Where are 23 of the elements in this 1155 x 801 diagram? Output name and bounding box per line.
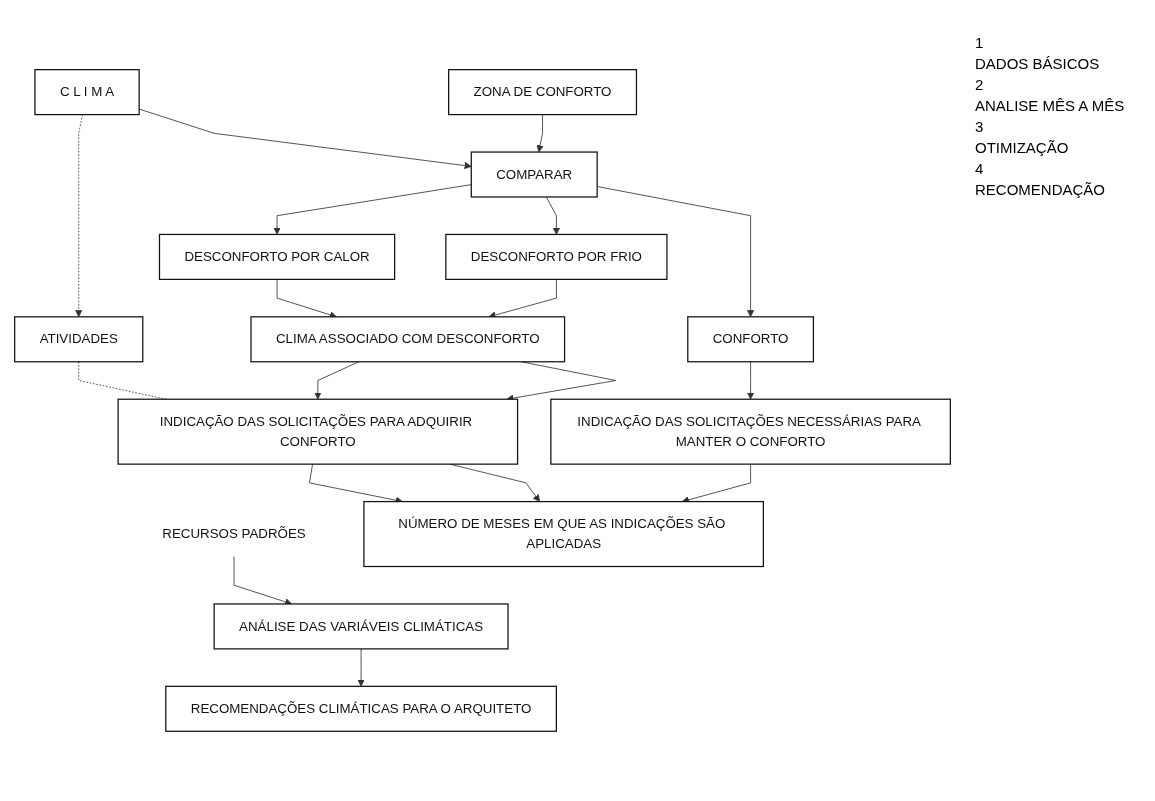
node-box bbox=[448, 69, 638, 116]
flowchart: C L I M A ZONA DE CONFORTO COMPARAR DESCONFORTO POR CALOR DESCONFORTO POR FRIO ATIVIDADES CLIMA ASSOCIADO COM DESCONFORTO CONFORTO INDICAÇÃO DAS SOLICITAÇÕES PARA ADQUIRIR CONFORTO INDICAÇÃO DAS SOLICITAÇÕES NECESSÁRIAS PARA MANTER O CONFORTO RECURSOS PADRÕES NÚMERO DE MESES EM QUE AS INDICAÇÕES SÃO APLICADAS ANÁLISE DAS VARIÁVEIS CLIMÁTICAS RECOMENDAÇÕES CLIMÁTICAS PARA O ARQUITETO bbox=[8, 63, 957, 738]
node-box bbox=[250, 316, 566, 363]
stage-label: RECOMENDAÇÃO bbox=[975, 181, 1106, 198]
stage-label: ANALISE MÊS A MÊS bbox=[975, 97, 1126, 114]
node-box bbox=[363, 501, 764, 568]
stage-label: 4 bbox=[975, 160, 985, 177]
stage-label: 2 bbox=[975, 76, 985, 93]
node-text: RECURSOS PADRÕES bbox=[162, 526, 306, 541]
node-box bbox=[117, 398, 519, 465]
node-box bbox=[165, 685, 557, 732]
node-box bbox=[213, 603, 509, 650]
node-box bbox=[34, 69, 140, 116]
node-box bbox=[687, 316, 815, 363]
node-box bbox=[550, 398, 951, 465]
stage-label: DADOS BÁSICOS bbox=[975, 55, 1101, 72]
stage-label: 3 bbox=[975, 118, 985, 135]
stage-label: 1 bbox=[975, 34, 985, 51]
node-box bbox=[445, 233, 668, 281]
stage-label: OTIMIZAÇÃO bbox=[975, 139, 1070, 156]
node-box bbox=[470, 151, 598, 198]
node-box bbox=[14, 316, 144, 363]
node-box bbox=[158, 233, 396, 281]
